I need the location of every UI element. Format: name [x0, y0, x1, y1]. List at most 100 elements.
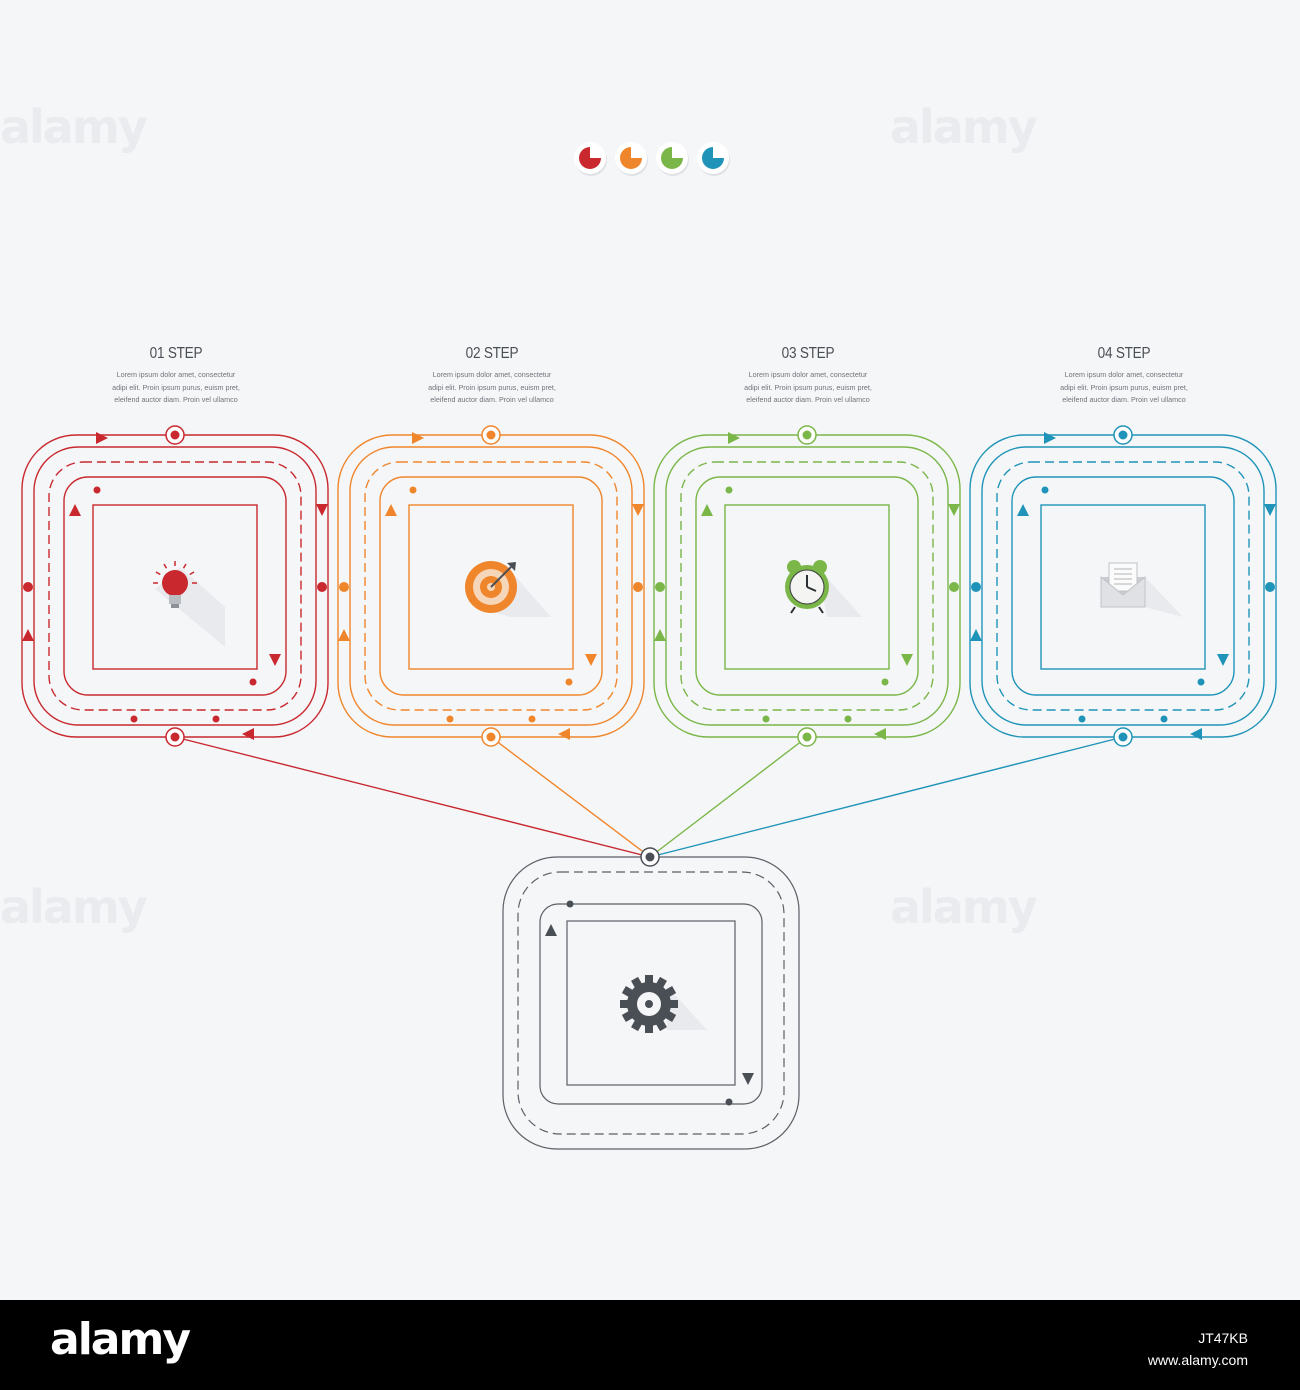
step-1-dot — [249, 678, 257, 686]
footer-site: www.alamy.com — [1147, 1352, 1248, 1368]
step-1-arrow — [269, 654, 281, 666]
step-4-arrow — [970, 629, 982, 641]
step-3-arrow — [874, 728, 886, 740]
hub-dot — [566, 900, 574, 908]
step-2-arrow — [632, 504, 644, 516]
step-4-dot — [1160, 715, 1168, 723]
target-icon — [465, 561, 551, 617]
step-3-inner-track — [695, 476, 919, 696]
step-2-dot — [633, 582, 643, 592]
step-4-bottom-ring — [1113, 727, 1133, 747]
step-2-center-square — [408, 504, 574, 670]
step-1-bottom-ring — [165, 727, 185, 747]
step-1-dot — [130, 715, 138, 723]
step-1-arrow — [96, 432, 108, 444]
step-1-arrow — [316, 504, 328, 516]
step-2-dot — [409, 486, 417, 494]
step-4-arrow — [1264, 504, 1276, 516]
step-3-center-square — [724, 504, 890, 670]
step-2-text: 02 STEP Lorem ipsum dolor amet, consecte… — [377, 345, 607, 407]
step-3-dashed-track — [680, 461, 934, 711]
step-2-dashed-track — [364, 461, 618, 711]
step-1-arrow — [69, 504, 81, 516]
step-3-box — [653, 425, 961, 747]
step-3-dot — [725, 486, 733, 494]
hub-top-ring — [640, 847, 660, 867]
step-4-center-square — [1040, 504, 1206, 670]
footer-image-id: JT47KB — [1198, 1330, 1248, 1346]
hub-center-square — [566, 920, 736, 1086]
step-4-arrow — [1217, 654, 1229, 666]
hub-box — [502, 847, 800, 1150]
hub-dot — [725, 1098, 733, 1106]
step-2-bottom-ring — [481, 727, 501, 747]
infographic-canvas — [21, 142, 1277, 1150]
envelope-icon — [1100, 562, 1183, 617]
step-4-arrow — [1044, 432, 1056, 444]
step-4-second-track — [981, 446, 1265, 726]
color-legend — [574, 142, 730, 176]
step-3-text: 03 STEP Lorem ipsum dolor amet, consecte… — [693, 345, 923, 407]
step-4-arrow — [1190, 728, 1202, 740]
step-4-dashed-track — [996, 461, 1250, 711]
step-1-box — [21, 425, 329, 747]
step-1-top-ring — [165, 425, 185, 445]
step-4-text: 04 STEP Lorem ipsum dolor amet, consecte… — [1009, 345, 1239, 407]
step-1-inner-track — [63, 476, 287, 696]
step-3-title: 03 STEP — [781, 345, 835, 362]
step-1-arrow — [22, 629, 34, 641]
step-1-title: 01 STEP — [149, 345, 203, 362]
step-2-description: Lorem ipsum dolor amet, consectetur adip… — [428, 370, 556, 404]
step-2-top-ring — [481, 425, 501, 445]
step-3-second-track — [665, 446, 949, 726]
step-3-arrow — [948, 504, 960, 516]
connector-line-4 — [649, 736, 1124, 858]
step-1-second-track — [33, 446, 317, 726]
legend-marker-1 — [574, 142, 607, 176]
gear-icon — [620, 975, 707, 1033]
step-3-dot — [655, 582, 665, 592]
step-3-dot — [844, 715, 852, 723]
step-4-dot — [1265, 582, 1275, 592]
step-2-arrow — [412, 432, 424, 444]
step-boxes — [21, 425, 1277, 747]
step-3-bottom-ring — [797, 727, 817, 747]
step-4-dot — [1197, 678, 1205, 686]
step-4-dot — [1078, 715, 1086, 723]
step-2-second-track — [349, 446, 633, 726]
step-3-arrow — [701, 504, 713, 516]
step-2-arrow — [338, 629, 350, 641]
step-4-description: Lorem ipsum dolor amet, consectetur adip… — [1060, 370, 1188, 404]
step-2-dot — [446, 715, 454, 723]
step-3-dot — [881, 678, 889, 686]
step-3-arrow — [728, 432, 740, 444]
step-1-dot — [212, 715, 220, 723]
step-1-center-square — [92, 504, 258, 670]
alarm-clock-icon — [785, 560, 862, 617]
connector-line-3 — [649, 736, 808, 858]
hub-inner-track — [539, 903, 763, 1105]
step-1-description: Lorem ipsum dolor amet, consectetur adip… — [112, 370, 240, 404]
step-4-arrow — [1017, 504, 1029, 516]
hub-dashed-track — [517, 871, 785, 1135]
step-2-dot — [528, 715, 536, 723]
step-3-dot — [949, 582, 959, 592]
step-4-title: 04 STEP — [1097, 345, 1151, 362]
step-2-arrow — [385, 504, 397, 516]
step-2-arrow — [558, 728, 570, 740]
connector-line-1 — [174, 736, 651, 858]
step-4-top-ring — [1113, 425, 1133, 445]
step-1-dashed-track — [48, 461, 302, 711]
step-4-inner-track — [1011, 476, 1235, 696]
step-1-dot — [23, 582, 33, 592]
hub-arrow — [742, 1073, 754, 1085]
step-3-arrow — [654, 629, 666, 641]
legend-marker-4 — [697, 142, 730, 176]
step-2-dot — [565, 678, 573, 686]
legend-marker-3 — [656, 142, 689, 176]
step-3-top-ring — [797, 425, 817, 445]
step-3-description: Lorem ipsum dolor amet, consectetur adip… — [744, 370, 872, 404]
hub-arrow — [545, 924, 557, 936]
connector-line-2 — [490, 736, 651, 858]
step-1-text: 01 STEP Lorem ipsum dolor amet, consecte… — [61, 345, 291, 407]
